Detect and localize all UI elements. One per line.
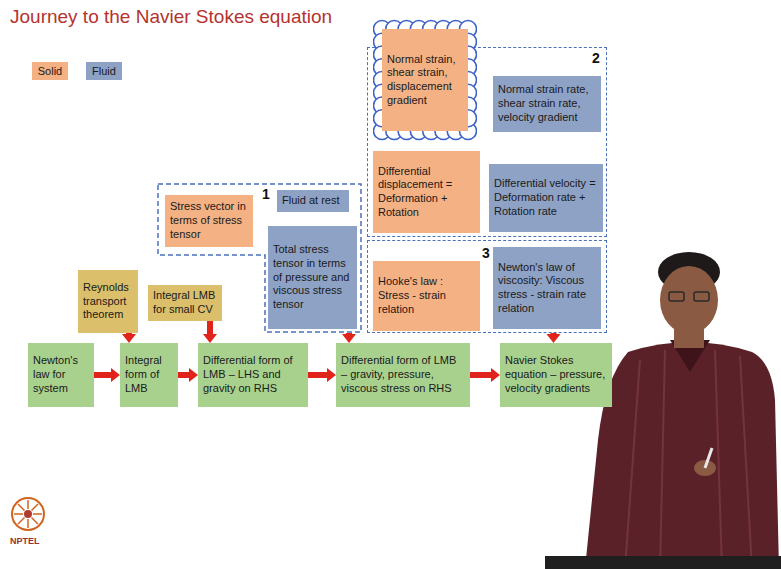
- process-box: Differential form of LMB – LHS and gravi…: [198, 343, 308, 407]
- arrow-shaft: [94, 372, 111, 378]
- block-arrow: [203, 321, 217, 344]
- arrow-head: [111, 368, 120, 382]
- box-text: Reynolds transport theorem: [83, 281, 133, 322]
- arrow-head: [122, 334, 136, 343]
- box-text: Newton's law of viscosity: Viscous stres…: [498, 261, 596, 316]
- box-text: Normal strain, shear strain, displacemen…: [387, 53, 463, 108]
- logo-spokes: [14, 500, 42, 528]
- dashed-group: 3Hooke's law : Stress - strain relation N…: [367, 240, 607, 333]
- solid-box: Stress vector in terms of stress tensor: [165, 195, 253, 247]
- block-arrow: [342, 333, 356, 343]
- fluid-box: Normal strain rate, shear strain rate, v…: [493, 76, 601, 132]
- callout-number: 1: [262, 187, 270, 201]
- solid-box: Hooke's law : Stress - strain relation: [373, 261, 480, 331]
- glasses: [694, 292, 709, 301]
- box-text: Integral form of LMB: [125, 354, 173, 395]
- fluid-box: Total stress tensor in terms of pressure…: [268, 226, 357, 329]
- block-arrow: [308, 368, 336, 382]
- pen: [705, 448, 712, 468]
- arrow-head: [342, 334, 356, 343]
- process-box: Navier Stokes equation – pressure, veloc…: [500, 343, 612, 407]
- logo-spokes: [32, 504, 39, 511]
- box-text: Differential displacement = Deformation …: [378, 165, 475, 220]
- solid-box-highlighted: Normal strain, shear strain, displacemen…: [373, 19, 477, 141]
- arrow-shaft: [207, 321, 213, 335]
- callout-number: 3: [482, 246, 490, 260]
- block-arrow: [122, 333, 136, 343]
- block-arrow: [547, 333, 561, 343]
- box-text: Stress vector in terms of stress tensor: [170, 200, 248, 241]
- arrow-head: [547, 334, 561, 343]
- shirt-stripe: [660, 350, 665, 569]
- desk-edge: [545, 556, 781, 569]
- fluid-box: Fluid at rest: [277, 190, 349, 212]
- arrow-head: [327, 368, 336, 382]
- block-arrow: [94, 368, 120, 382]
- legend-swatch: Solid: [32, 62, 68, 80]
- box-text: Integral LMB for small CV: [153, 289, 217, 317]
- box-text: Differential form of LMB – LHS and gravi…: [203, 354, 303, 395]
- block-arrow: [470, 368, 500, 382]
- shirt-stripe: [740, 356, 752, 569]
- fluid-box: Differential velocity = Deformation rate…: [489, 164, 603, 232]
- legend-text: Fluid: [92, 65, 116, 77]
- arrow-shaft: [470, 372, 491, 378]
- dashed-group: 2 Normal strain, shear strain, displaceme…: [367, 47, 607, 237]
- process-box: Differential form of LMB – gravity, pres…: [336, 343, 470, 407]
- logo-spokes: [14, 513, 23, 515]
- box-text: Total stress tensor in terms of pressure…: [273, 243, 352, 312]
- arrow-head: [491, 368, 500, 382]
- arrow-shaft: [126, 333, 132, 334]
- slide-title: Journey to the Navier Stokes equation: [10, 6, 332, 28]
- glasses: [669, 292, 684, 301]
- arrow-shaft: [346, 333, 352, 334]
- arrow-head: [189, 368, 198, 382]
- input-box: Integral LMB for small CV: [148, 285, 222, 321]
- logo-label: NPTEL: [10, 536, 40, 546]
- logo-spokes: [33, 513, 42, 515]
- logo-center: [24, 510, 32, 518]
- arrow-shaft: [551, 333, 557, 334]
- arrow-shaft: [178, 372, 189, 378]
- box-text: Differential velocity = Deformation rate…: [494, 177, 598, 218]
- legend-swatch: Fluid: [86, 62, 122, 80]
- shirt-stripe: [625, 360, 640, 569]
- logo-spokes: [18, 518, 25, 525]
- box-text: Fluid at rest: [282, 194, 344, 208]
- solid-box: Differential displacement = Deformation …: [373, 151, 480, 233]
- block-arrow: [178, 368, 198, 382]
- legend-text: Solid: [38, 65, 62, 77]
- process-box: Integral form of LMB: [120, 343, 178, 407]
- presenter-shirt: [585, 342, 779, 569]
- shirt-stripe: [715, 350, 722, 569]
- solid-box-fill: [382, 29, 468, 131]
- logo-spokes: [18, 504, 25, 511]
- arrow-head: [203, 334, 217, 343]
- box-text: Differential form of LMB – gravity, pres…: [341, 354, 465, 395]
- arrow-shaft: [308, 372, 327, 378]
- box-text: Normal strain rate, shear strain rate, v…: [498, 83, 596, 124]
- box-text: Newton's law for system: [33, 354, 89, 395]
- fluid-box: Newton's law of viscosity: Viscous stres…: [493, 247, 601, 329]
- process-box: Newton's law for system: [28, 343, 94, 407]
- box-text: Hooke's law : Stress - strain relation: [378, 275, 475, 316]
- box-text: Navier Stokes equation – pressure, veloc…: [505, 354, 607, 395]
- presenter-face: [660, 266, 718, 334]
- logo-ring: [12, 498, 44, 530]
- logo-spokes: [27, 500, 29, 509]
- callout-number: 2: [592, 51, 600, 65]
- logo-spokes: [27, 519, 29, 528]
- input-box: Reynolds transport theorem: [78, 270, 138, 333]
- logo-spokes: [32, 518, 39, 525]
